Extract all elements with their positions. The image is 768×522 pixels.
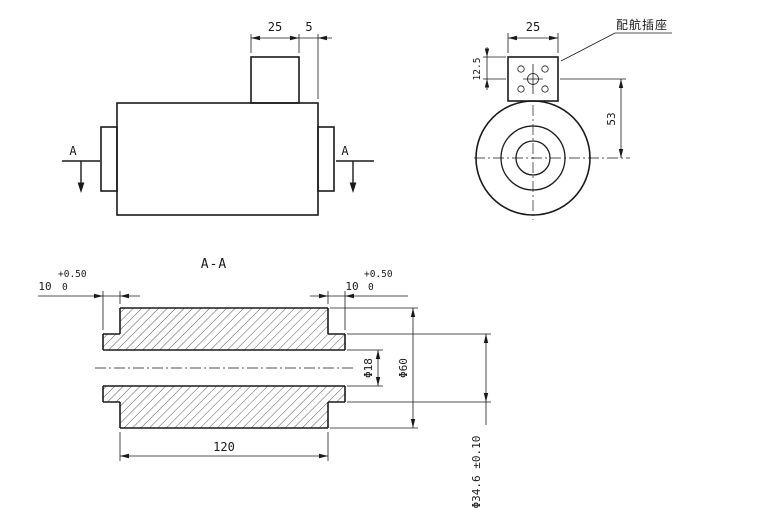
dim-outer-dia-label: Φ60	[397, 358, 410, 378]
section-arrow-left	[77, 182, 85, 193]
dim-arrow	[508, 35, 517, 41]
dim-hole-offset-label: 12.5	[472, 58, 483, 81]
bore-circle	[515, 140, 551, 176]
side-view-part-outline	[100, 56, 335, 216]
section-cut-mark-right	[336, 160, 374, 193]
end-view: 25 配航插座 12.5 53	[472, 17, 672, 220]
dim-outer-dia	[330, 307, 418, 429]
side-view: 25 5 A A	[62, 20, 374, 216]
pin-hole	[517, 65, 525, 73]
dim-arrow	[345, 293, 354, 299]
dim-arrow	[549, 35, 558, 41]
dim-spigot-dia-label: Φ34.6 ±0.10	[470, 436, 483, 509]
section-hatching	[103, 308, 345, 428]
dim-arrow	[410, 308, 416, 317]
dim-arrow	[120, 453, 129, 459]
connector-box-outline	[250, 56, 300, 104]
dim-arrow	[618, 149, 624, 158]
dim-right-depth-value: 10	[345, 280, 358, 293]
dim-arrow	[410, 419, 416, 428]
dim-center-height-label: 53	[605, 112, 618, 125]
connector-block-outline	[507, 56, 559, 102]
dim-box-offset-label: 5	[305, 20, 312, 34]
dim-right-depth-tol-lower: 0	[368, 282, 374, 293]
dim-arrow	[319, 453, 328, 459]
end-view-part-outline	[475, 56, 591, 216]
dim-left-depth-tol-lower: 0	[62, 282, 68, 293]
end-view-dim-hole-offset	[483, 47, 506, 90]
side-view-dimension-lines	[250, 34, 332, 99]
dim-spigot-dia	[347, 333, 491, 425]
dim-arrow	[484, 79, 490, 88]
dim-arrow	[318, 35, 327, 41]
section-cut-mark-left	[62, 160, 100, 193]
dim-arrow	[483, 334, 489, 343]
right-end-cap-outline	[317, 126, 335, 192]
dim-bore	[347, 349, 383, 387]
dim-right-depth-tol-upper: +0.50	[364, 269, 393, 280]
end-view-dim-block-width	[507, 33, 559, 53]
dim-left-depth-value: 10	[38, 280, 51, 293]
middle-circle	[500, 125, 566, 191]
section-label-right: A	[341, 144, 349, 158]
dim-block-width-label: 25	[526, 20, 540, 34]
section-label-left: A	[69, 144, 77, 158]
hatch-area-top	[103, 308, 345, 350]
end-view-centerlines	[474, 105, 630, 220]
dim-arrow	[375, 350, 381, 359]
dim-bore-label: Φ18	[362, 358, 375, 378]
dim-arrow	[618, 79, 624, 88]
section-view: A-A	[38, 257, 491, 508]
dim-arrow	[120, 293, 129, 299]
dim-arrow	[290, 35, 299, 41]
dim-box-width-label: 25	[268, 20, 282, 34]
dim-arrow	[94, 293, 103, 299]
dim-arrow	[483, 393, 489, 402]
connector-holes	[517, 64, 549, 94]
pin-hole	[541, 85, 549, 93]
dim-length-label: 120	[213, 440, 235, 454]
dim-right-depth	[310, 291, 408, 330]
left-end-cap-outline	[100, 126, 118, 192]
cylinder-body-outline	[116, 102, 319, 216]
pin-hole	[517, 85, 525, 93]
pin-hole	[541, 65, 549, 73]
dim-left-depth-tol-upper: +0.50	[58, 269, 87, 280]
section-title: A-A	[201, 257, 227, 272]
dim-length	[119, 432, 329, 461]
connector-callout-label: 配航插座	[616, 17, 668, 32]
callout-leader	[560, 32, 672, 62]
dim-arrow	[484, 48, 490, 57]
dim-arrow	[375, 377, 381, 386]
hatch-area-bottom	[103, 386, 345, 428]
dim-arrow	[251, 35, 260, 41]
dim-left-depth	[38, 291, 140, 330]
end-view-dim-center-height	[560, 78, 626, 158]
dim-arrow	[319, 293, 328, 299]
section-arrow-right	[349, 182, 357, 193]
section-part-outline	[102, 307, 346, 429]
